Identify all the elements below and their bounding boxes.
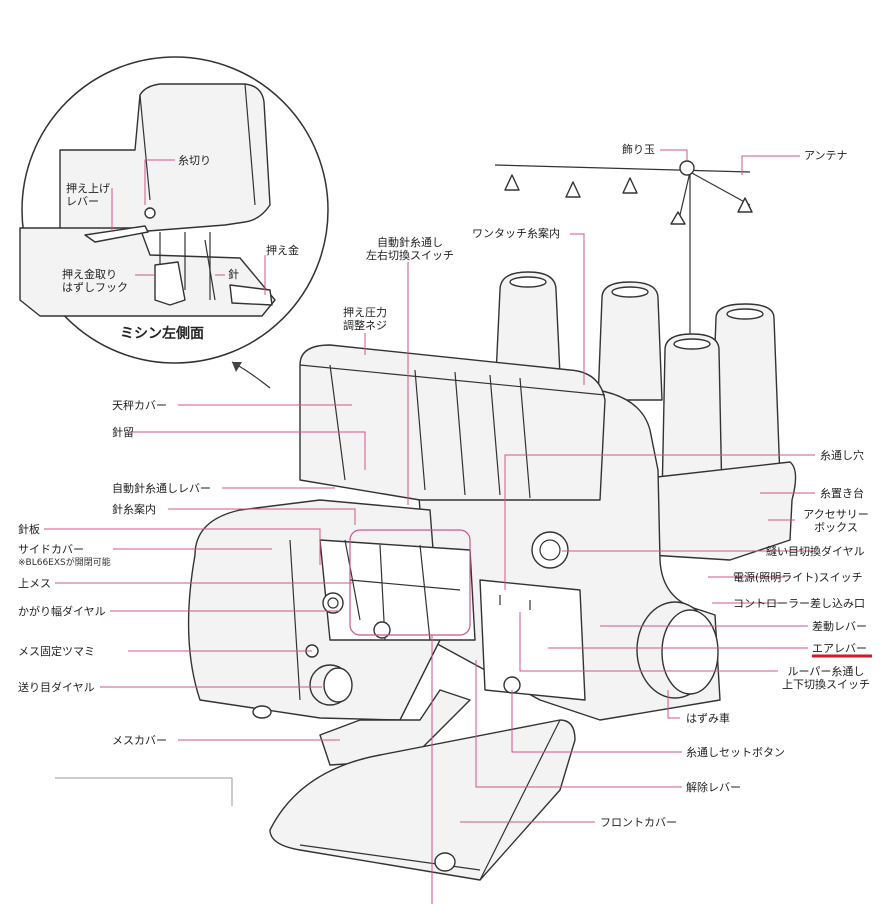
label-spool-ball: 飾り玉	[622, 143, 655, 156]
thread-cones	[495, 271, 781, 501]
label-foot-release-hook: 押え金取り はずしフック	[62, 268, 128, 294]
leader-lines-top	[364, 149, 800, 505]
label-differential-lever: 差動レバー	[812, 620, 867, 633]
label-presser-foot: 押え金	[266, 244, 299, 257]
label-side-cover-note: ※BL66EXSが開閉可能	[18, 558, 111, 568]
label-accessory-box: アクセサリー ボックス	[803, 508, 869, 534]
label-needle-plate: 針板	[18, 523, 40, 536]
leader-lines-right	[460, 454, 815, 823]
label-width-dial: かがり幅ダイヤル	[18, 605, 106, 618]
label-air-lever: エアレバー	[812, 642, 867, 655]
corner-marker	[55, 777, 233, 806]
label-presser-lever: 押え上げ レバー	[66, 182, 110, 208]
label-handwheel: はずみ車	[686, 712, 730, 725]
thread-stand	[494, 160, 753, 345]
label-threading-hole: 糸通し穴	[820, 449, 864, 462]
label-auto-threader-lever: 自動針糸通しレバー	[112, 482, 211, 495]
inset-left-side-view	[19, 56, 329, 364]
label-thread-cutter: 糸切り	[178, 154, 211, 167]
label-power-switch: 電源(照明ライト)スイッチ	[733, 571, 863, 584]
label-knife-cover: メスカバー	[112, 734, 167, 747]
label-feed-dial: 送り目ダイヤル	[18, 681, 95, 694]
label-stitch-dial: 縫い目切換ダイヤル	[766, 545, 865, 558]
label-antenna: アンテナ	[804, 149, 848, 162]
label-pressure-screw: 押え圧力 調整ネジ	[343, 306, 387, 332]
label-threading-set-button: 糸通しセットボタン	[686, 746, 785, 759]
label-spool-stand: 糸置き台	[820, 487, 864, 500]
label-side-cover: サイドカバー	[18, 543, 84, 556]
label-knife-lock-knob: メス固定ツマミ	[18, 645, 95, 658]
label-onetouch-guide: ワンタッチ糸案内	[472, 227, 560, 240]
leader-lines-left	[44, 404, 366, 741]
label-thread-cover: 天秤カバー	[112, 399, 167, 412]
label-release-lever: 解除レバー	[686, 781, 741, 794]
label-looper-switch: ルーパー糸通し 上下切換スイッチ	[782, 665, 870, 691]
label-needle-clamp: 針留	[112, 426, 134, 439]
label-upper-knife: 上メス	[18, 577, 51, 590]
label-front-cover: フロントカバー	[600, 816, 677, 829]
label-needle: 針	[228, 268, 239, 281]
label-needle-thread-guide: 針糸案内	[112, 503, 156, 516]
label-auto-threader-switch: 自動針糸通し 左右切換スイッチ	[366, 236, 454, 262]
arrow-head-icon	[232, 362, 242, 372]
label-controller-socket: コントローラー差し込み口	[733, 597, 865, 610]
inset-title: ミシン左側面	[120, 326, 204, 342]
